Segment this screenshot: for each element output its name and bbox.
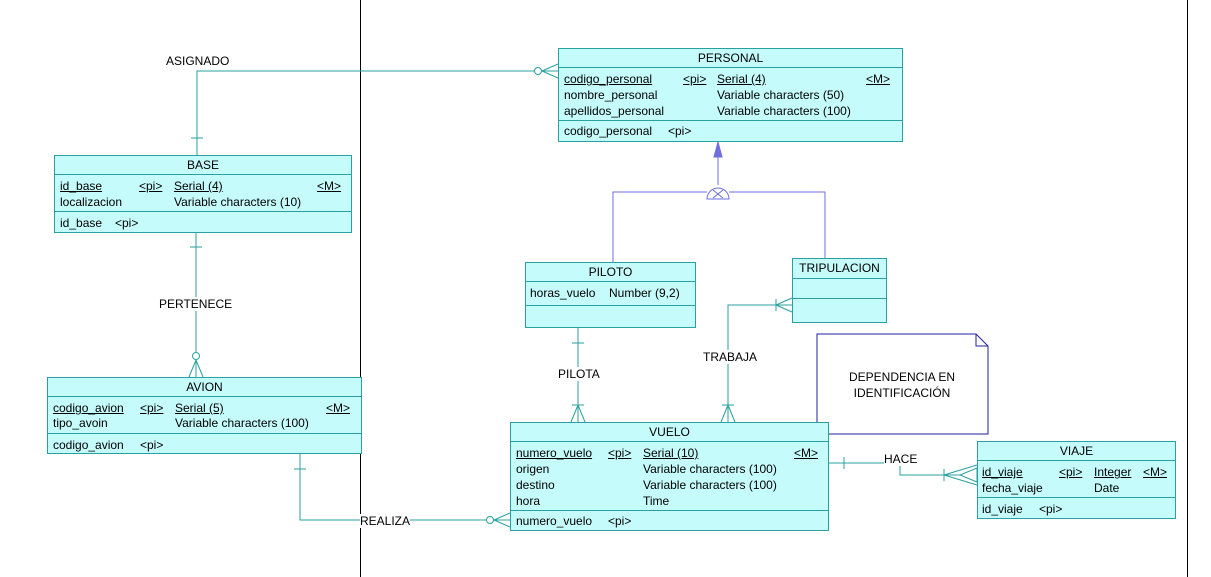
attr-name: nombre_personal (564, 88, 658, 102)
attr-type: Variable characters (50) (717, 88, 845, 102)
attr-type: Integer (1094, 465, 1132, 479)
rel-trabaja-line[interactable] (720, 297, 793, 423)
attr-type: Serial (10) (643, 446, 699, 460)
attr-name: tipo_avoin (53, 416, 108, 430)
attr-type: Variable characters (100) (717, 104, 851, 118)
attr-name: id_base (60, 179, 103, 193)
rel-hace-line[interactable] (829, 457, 978, 486)
attribute-section (793, 279, 886, 299)
attr-name: horas_vuelo (530, 286, 596, 300)
entity-avion[interactable]: AVION codigo_avion <pi> Serial (5) <M> t… (47, 377, 362, 454)
attr-mandatory: <M> (1143, 465, 1168, 479)
attr-type: Date (1094, 481, 1120, 495)
attribute-section: id_base <pi> Serial (4) <M> localizacion… (55, 175, 351, 212)
attr-pi: <pi> (139, 179, 163, 193)
entity-title: VUELO (511, 423, 828, 442)
attr-name: apellidos_personal (564, 104, 665, 118)
identifier-name: id_base (60, 216, 103, 230)
attr-name: localizacion (60, 195, 123, 209)
rel-label-hace: HACE (884, 452, 918, 466)
attr-name: codigo_avion (53, 401, 124, 415)
entity-title: TRIPULACION (793, 259, 886, 279)
note-shape (816, 333, 989, 435)
attr-type: Variable characters (100) (643, 478, 777, 492)
identifier-section (793, 299, 886, 323)
entity-vuelo[interactable]: VUELO numero_vuelo <pi> Serial (10) <M> … (510, 422, 829, 531)
entity-personal[interactable]: PERSONAL codigo_personal <pi> Serial (4)… (558, 48, 903, 142)
entity-piloto[interactable]: PILOTO horas_vuelo Number (9,2) (525, 262, 696, 328)
identifier-pi: <pi> (1039, 502, 1063, 516)
attribute-section: horas_vuelo Number (9,2) (526, 282, 695, 306)
attr-pi: <pi> (683, 72, 707, 86)
identifier-name: numero_vuelo (516, 514, 593, 528)
attr-type: Time (643, 494, 670, 508)
attr-name: fecha_viaje (982, 481, 1043, 495)
entity-viaje[interactable]: VIAJE id_viaje <pi> Integer <M> fecha_vi… (977, 441, 1176, 519)
identifier-name: codigo_personal (564, 124, 653, 138)
identifier-section (526, 306, 695, 327)
identifier-section: id_base <pi> (55, 212, 351, 234)
entity-tripulacion[interactable]: TRIPULACION (792, 258, 887, 323)
attr-name: hora (516, 494, 541, 508)
attr-name: id_viaje (982, 465, 1023, 479)
entity-title: BASE (55, 156, 351, 175)
identifier-pi: <pi> (115, 216, 139, 230)
attr-pi: <pi> (1059, 465, 1083, 479)
attr-type: Variable characters (100) (643, 462, 777, 476)
attribute-section: numero_vuelo <pi> Serial (10) <M> origen… (511, 442, 828, 511)
attr-name: origen (516, 462, 550, 476)
attr-type: Serial (4) (717, 72, 766, 86)
entity-title: VIAJE (978, 442, 1175, 461)
attr-mandatory: <M> (794, 446, 819, 460)
rel-label-trabaja: TRABAJA (703, 350, 758, 364)
attr-type: Variable characters (100) (175, 416, 309, 430)
attr-type: Number (9,2) (609, 286, 680, 300)
identifier-pi: <pi> (140, 438, 164, 452)
rel-realiza-line[interactable] (294, 454, 511, 528)
rel-label-asignado: ASIGNADO (166, 54, 230, 68)
attr-name: numero_vuelo (516, 446, 593, 460)
identifier-name: id_viaje (982, 502, 1023, 516)
identifier-pi: <pi> (668, 124, 692, 138)
attribute-section: codigo_avion <pi> Serial (5) <M> tipo_av… (48, 397, 361, 434)
rel-label-pertenece: PERTENECE (159, 297, 233, 311)
rel-label-realiza: REALIZA (360, 514, 411, 528)
attribute-section: id_viaje <pi> Integer <M> fecha_viaje Da… (978, 461, 1175, 498)
entity-title: AVION (48, 378, 361, 397)
attr-name: destino (516, 478, 555, 492)
attr-type: Variable characters (10) (174, 195, 302, 209)
attr-mandatory: <M> (326, 401, 351, 415)
rel-asignado-line[interactable] (191, 63, 559, 155)
identifier-section: codigo_avion <pi> (48, 434, 361, 455)
attr-pi: <pi> (140, 401, 164, 415)
attr-mandatory: <M> (317, 179, 342, 193)
attr-type: Serial (4) (174, 179, 223, 193)
identifier-pi: <pi> (608, 514, 632, 528)
identifier-section: id_viaje <pi> (978, 498, 1175, 520)
entity-title: PERSONAL (559, 49, 902, 68)
rel-label-pilota: PILOTA (558, 367, 600, 381)
note-line-2: IDENTIFICACIÓN (853, 386, 951, 400)
attr-pi: <pi> (608, 446, 632, 460)
note-line-1: DEPENDENCIA EN (848, 370, 956, 384)
attr-type: Serial (5) (175, 401, 224, 415)
inheritance-link[interactable] (612, 140, 826, 262)
attr-mandatory: <M> (866, 72, 891, 86)
attribute-section: codigo_personal <pi> Serial (4) <M> nomb… (559, 68, 902, 121)
entity-base[interactable]: BASE id_base <pi> Serial (4) <M> localiz… (54, 155, 352, 233)
entity-title: PILOTO (526, 263, 695, 282)
attr-name: codigo_personal (564, 72, 653, 86)
identifier-section: numero_vuelo <pi> (511, 511, 828, 532)
note-text: DEPENDENCIA EN IDENTIFICACIÓN (830, 369, 974, 401)
identifier-name: codigo_avion (53, 438, 124, 452)
identifier-section: codigo_personal <pi> (559, 121, 902, 143)
